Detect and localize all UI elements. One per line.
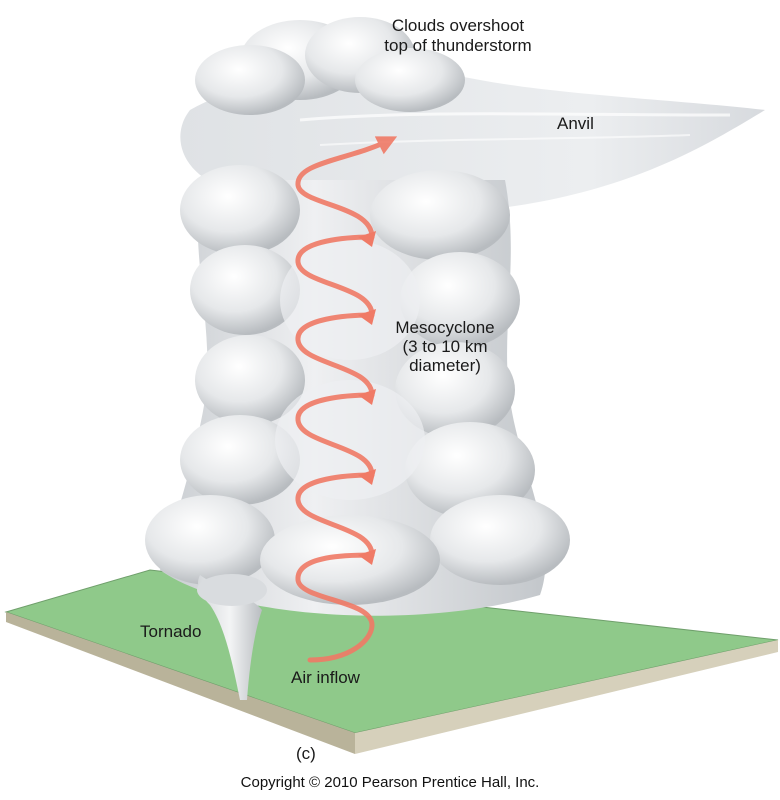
label-mesocyclone: Mesocyclone (3 to 10 km diameter) (370, 318, 520, 375)
label-tornado: Tornado (140, 622, 202, 641)
thunderstorm-tower (145, 165, 570, 616)
label-clouds-line1: Clouds overshoot (391, 16, 525, 35)
label-anvil: Anvil (557, 114, 594, 133)
inflow-arrows (358, 231, 376, 565)
label-panel-c: (c) (296, 744, 316, 763)
label-meso-line1: Mesocyclone (395, 318, 495, 337)
ground (4, 569, 779, 754)
label-clouds-line2: top of thunderstorm (384, 36, 532, 55)
overshooting-top (195, 17, 465, 115)
label-overshooting-top: Clouds overshoot top of thunderstorm (348, 16, 568, 56)
mesocyclone-spiral (295, 136, 398, 663)
label-meso-line2: (3 to 10 km (402, 337, 488, 356)
copyright-notice: Copyright © 2010 Pearson Prentice Hall, … (240, 774, 540, 791)
label-air-inflow: Air inflow (291, 668, 360, 687)
tornado-funnel (197, 574, 267, 700)
anvil-cloud (180, 70, 766, 212)
label-meso-line3: diameter) (409, 356, 481, 375)
